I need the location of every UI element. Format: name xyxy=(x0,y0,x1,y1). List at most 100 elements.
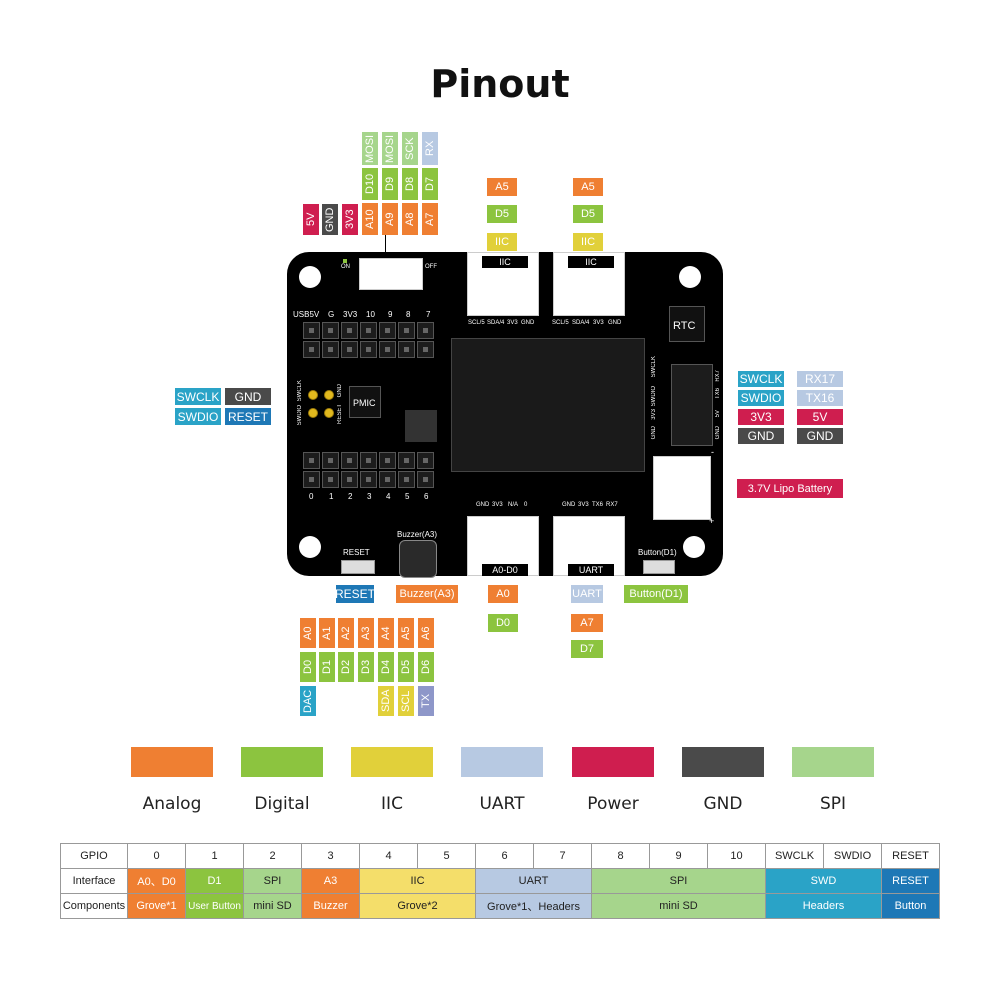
label-a5-left: A5 xyxy=(487,178,517,196)
header-label-10: 10 xyxy=(366,310,375,319)
bh-label-2: 2 xyxy=(348,492,353,501)
label-d5-right: D5 xyxy=(573,205,603,223)
label-iic-right: IIC xyxy=(573,233,603,251)
swd-pad-3 xyxy=(308,408,318,418)
label-d1: D1 xyxy=(319,652,335,682)
label-5v-right: 5V xyxy=(797,409,843,425)
label-sda: SDA xyxy=(378,686,394,716)
battery-connector xyxy=(653,456,711,520)
top-header-row-1 xyxy=(303,322,434,339)
grove-bottom-right-label: UART xyxy=(568,564,614,576)
pad-label-swdio: SWDIO xyxy=(297,405,303,426)
pad-label-reset: RESET xyxy=(337,404,343,425)
button-silk: Button(D1) xyxy=(638,548,677,557)
cell-interface-swd: SWD xyxy=(765,868,882,894)
label-gnd-right-1: GND xyxy=(738,428,784,444)
swd-pad-2 xyxy=(324,390,334,400)
gtr-pin-3: 3V3 xyxy=(593,320,604,326)
header-label-usb5v: USB5V xyxy=(293,310,320,319)
label-battery: 3.7V Lipo Battery xyxy=(737,479,843,498)
cell-gpio-4: 4 xyxy=(359,843,418,869)
label-d10: D10 xyxy=(362,168,378,200)
label-a6: A6 xyxy=(418,618,434,648)
cell-gpio-reset: RESET xyxy=(881,843,940,869)
bottom-header-row-2 xyxy=(303,471,434,488)
lcd-screen xyxy=(451,338,645,472)
label-d3: D3 xyxy=(358,652,374,682)
label-a5-right: A5 xyxy=(573,178,603,196)
legend-label-iic: IIC xyxy=(381,794,403,814)
cell-interface-3: A3 xyxy=(301,868,360,894)
cell-gpio-7: 7 xyxy=(533,843,592,869)
label-reset-left: RESET xyxy=(225,408,271,425)
cell-gpio-0: 0 xyxy=(127,843,186,869)
cell-interface-4-5: IIC xyxy=(359,868,476,894)
power-switch[interactable] xyxy=(359,258,423,290)
cell-gpio-10: 10 xyxy=(707,843,766,869)
legend-swatch-spi xyxy=(792,747,874,777)
page-title: Pinout xyxy=(430,62,570,106)
cell-interface-reset: RESET xyxy=(881,868,940,894)
label-d6: D6 xyxy=(418,652,434,682)
header-label-8: 8 xyxy=(406,310,411,319)
label-a10: A10 xyxy=(362,203,378,235)
label-d4: D4 xyxy=(378,652,394,682)
label-d0-grove: D0 xyxy=(488,614,518,632)
label-d0: D0 xyxy=(300,652,316,682)
mcu-chip xyxy=(405,410,437,442)
table-row-interface: Interface A0、D0 D1 SPI A3 IIC UART SPI S… xyxy=(60,868,940,894)
gbl-pin-4: 0 xyxy=(524,502,528,508)
gbl-pin-2: 3V3 xyxy=(492,502,503,508)
label-d9: D9 xyxy=(382,168,398,200)
leader-line xyxy=(385,235,386,257)
switch-off-label: OFF xyxy=(425,264,437,270)
bh-label-4: 4 xyxy=(386,492,391,501)
gbl-pin-3: N/A xyxy=(508,502,519,508)
gpio-table: GPIO 0 1 2 3 4 5 6 7 8 9 10 SWCLK SWDIO … xyxy=(60,843,940,919)
cell-components-6-7: Grove*1、Headers xyxy=(475,893,592,919)
label-d5-left: D5 xyxy=(487,205,517,223)
label-5v-top: 5V xyxy=(303,204,319,235)
legend-label-digital: Digital xyxy=(254,794,310,814)
grove-bottom-left-label: A0-D0 xyxy=(482,564,528,576)
battery-minus: - xyxy=(711,447,714,457)
label-a7: A7 xyxy=(422,203,438,235)
swd-pad-1 xyxy=(308,390,318,400)
user-button[interactable] xyxy=(643,560,675,574)
cell-components-label: Components xyxy=(60,893,128,919)
legend-label-power: Power xyxy=(587,794,639,814)
label-button-bottom: Button(D1) xyxy=(624,585,688,603)
legend-label-gnd: GND xyxy=(703,794,743,814)
battery-plus: + xyxy=(709,516,715,526)
reset-switch[interactable] xyxy=(341,560,375,574)
rh-label-tx6: TX6 xyxy=(715,388,721,400)
cell-components-reset: Button xyxy=(881,893,940,919)
label-iic-left: IIC xyxy=(487,233,517,251)
cell-interface-label: Interface xyxy=(60,868,128,894)
rh-label-gnd-b: GND xyxy=(715,426,721,440)
bottom-header-row-1 xyxy=(303,452,434,469)
label-swdio-left: SWDIO xyxy=(175,408,221,425)
label-3v3-top: 3V3 xyxy=(342,204,358,235)
grove-top-left-label: IIC xyxy=(482,256,528,268)
legend-label-spi: SPI xyxy=(819,794,847,814)
gtl-pin-3: 3V3 xyxy=(507,320,518,326)
cell-gpio-6: 6 xyxy=(475,843,534,869)
label-a1: A1 xyxy=(319,618,335,648)
label-uart-grove: UART xyxy=(571,585,603,603)
switch-on-label: ON xyxy=(341,264,350,270)
pad-label-gnd: GND xyxy=(337,384,343,398)
rh-label-swdio: SWDIO xyxy=(651,386,657,407)
label-a7-grove: A7 xyxy=(571,614,603,632)
label-mosi-1: MOSI xyxy=(362,132,378,165)
gbr-pin-2: 3V3 xyxy=(578,502,589,508)
rtc-label: RTC xyxy=(673,320,696,332)
label-dac: DAC xyxy=(300,686,316,716)
cell-gpio-9: 9 xyxy=(649,843,708,869)
label-rx17: RX17 xyxy=(797,371,843,387)
legend-swatch-digital xyxy=(241,747,323,777)
legend-label-analog: Analog xyxy=(142,794,202,814)
cell-components-2: mini SD xyxy=(243,893,302,919)
label-rx: RX xyxy=(422,132,438,165)
label-a3: A3 xyxy=(358,618,374,648)
